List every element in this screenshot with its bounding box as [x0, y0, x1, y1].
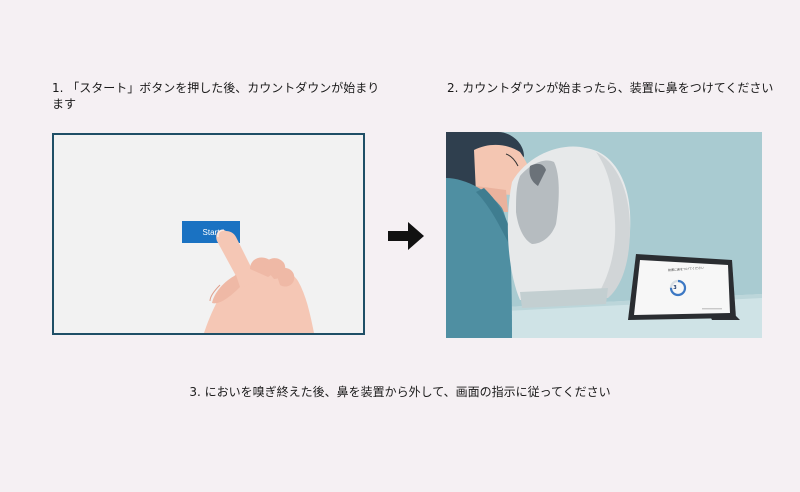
step-1-instruction: 1. 「スタート」ボタンを押した後、カウントダウンが始まります [52, 81, 380, 111]
arrow-right-icon [388, 222, 424, 250]
start-screen-illustration: Start [52, 133, 365, 335]
step-3-instruction: 3. においを嗅ぎ終えた後、鼻を装置から外して、画面の指示に従ってください [189, 385, 611, 399]
step-2-instruction: 2. カウントダウンが始まったら、装置に鼻をつけてください [447, 81, 774, 95]
start-button[interactable]: Start [182, 221, 240, 243]
device-scene [446, 132, 762, 338]
device-usage-illustration: 装置に鼻をつけてください 3 [446, 132, 762, 338]
countdown-progress-ring [669, 279, 687, 297]
